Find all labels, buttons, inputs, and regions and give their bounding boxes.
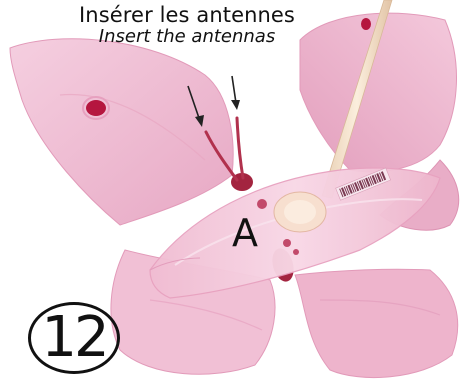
arrow-down-icon [231,76,240,110]
right-wing-spot [361,18,371,30]
instruction-text-fr: Insérer les antennes [62,4,312,26]
step-number-badge: 12 [28,302,120,374]
left-wing-spot [86,100,106,116]
antenna-right [237,118,243,178]
instruction-text-en: Insert the antennas [62,28,312,47]
part-label: A [232,214,258,252]
step-number: 12 [41,310,106,366]
left-upper-wing [10,39,233,225]
right-lower-wing [295,269,458,377]
instruction-caption: Insérer les antennes Insert the antennas [62,4,312,47]
